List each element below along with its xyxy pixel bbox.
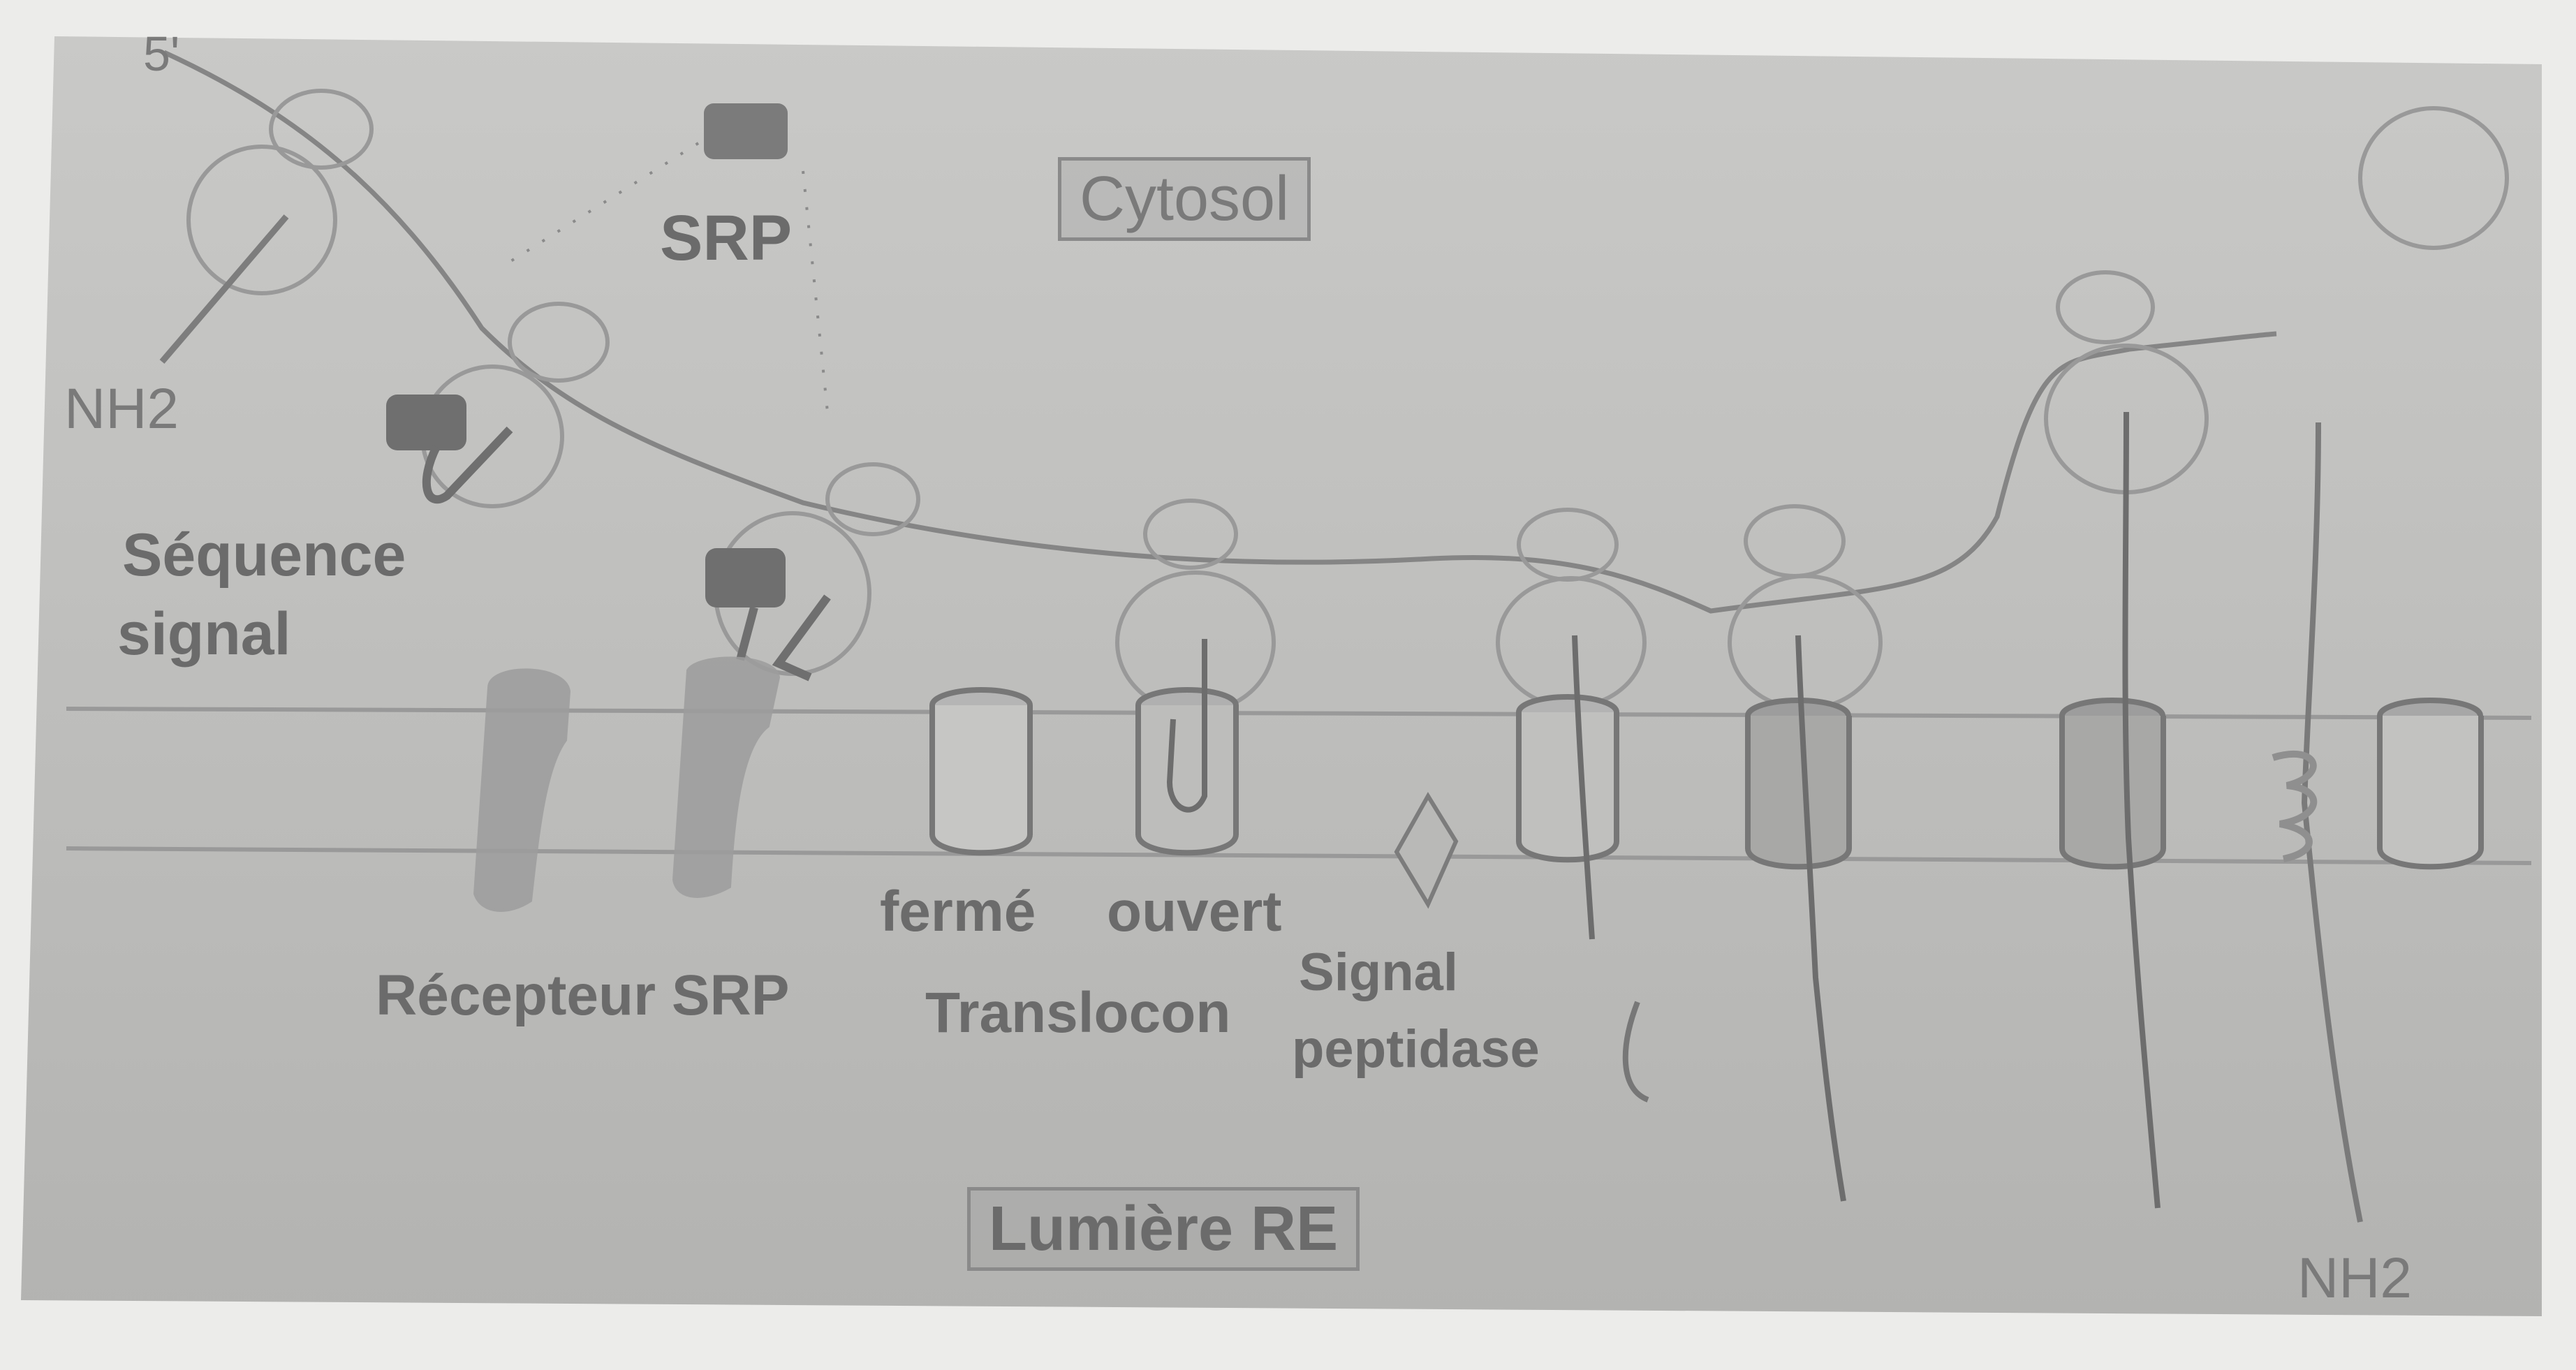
translocon-label: Translocon — [925, 981, 1231, 1045]
ribosome-1 — [186, 89, 374, 295]
signal-sequence-chain — [422, 426, 513, 504]
released-chain — [2272, 422, 2363, 1223]
ouvert-label: ouvert — [1107, 880, 1282, 943]
lumiere-re-label: Lumière RE — [967, 1187, 1360, 1271]
nh2-bottom-label: NH2 — [2297, 1246, 2413, 1310]
sequence-signal-label-line1: Séquence — [122, 522, 406, 589]
srp-receptor-2 — [672, 656, 781, 898]
recepteur-srp-label: Récepteur SRP — [376, 964, 790, 1027]
free-ribosome — [2358, 106, 2509, 250]
srp-particle — [704, 103, 788, 159]
chain-3 — [736, 594, 831, 682]
translocon-closed — [929, 687, 1033, 856]
cleaved-signal-peptide — [1622, 1001, 1649, 1103]
srp-dotted-line-1 — [508, 142, 700, 263]
five-prime-label: 5' — [143, 27, 180, 81]
srp-on-receptor — [705, 548, 786, 607]
srp-dotted-line-2 — [802, 170, 829, 413]
srp-label: SRP — [660, 202, 793, 274]
srp-bound-signal — [386, 395, 466, 450]
signal-peptidase-label-line2: peptidase — [1292, 1019, 1540, 1079]
sequence-signal-label-line2: signal — [117, 601, 291, 668]
cytosol-label: Cytosol — [1058, 157, 1311, 241]
ferme-label: fermé — [880, 880, 1036, 943]
signal-peptidase-label-line1: Signal — [1299, 943, 1459, 1002]
srp-receptor-1 — [473, 668, 571, 912]
diagram-panel — [21, 36, 2542, 1316]
nascent-chain-1 — [159, 214, 289, 364]
translocon-5 — [1516, 635, 1619, 940]
mrna-strand — [163, 50, 2277, 614]
translocon-6 — [1745, 635, 1852, 1202]
translocon-7 — [2059, 411, 2166, 1209]
nh2-top-label: NH2 — [64, 377, 179, 441]
translocon-8 — [2377, 698, 2484, 870]
translocon-open — [1135, 639, 1239, 856]
signal-peptidase — [1394, 792, 1459, 909]
